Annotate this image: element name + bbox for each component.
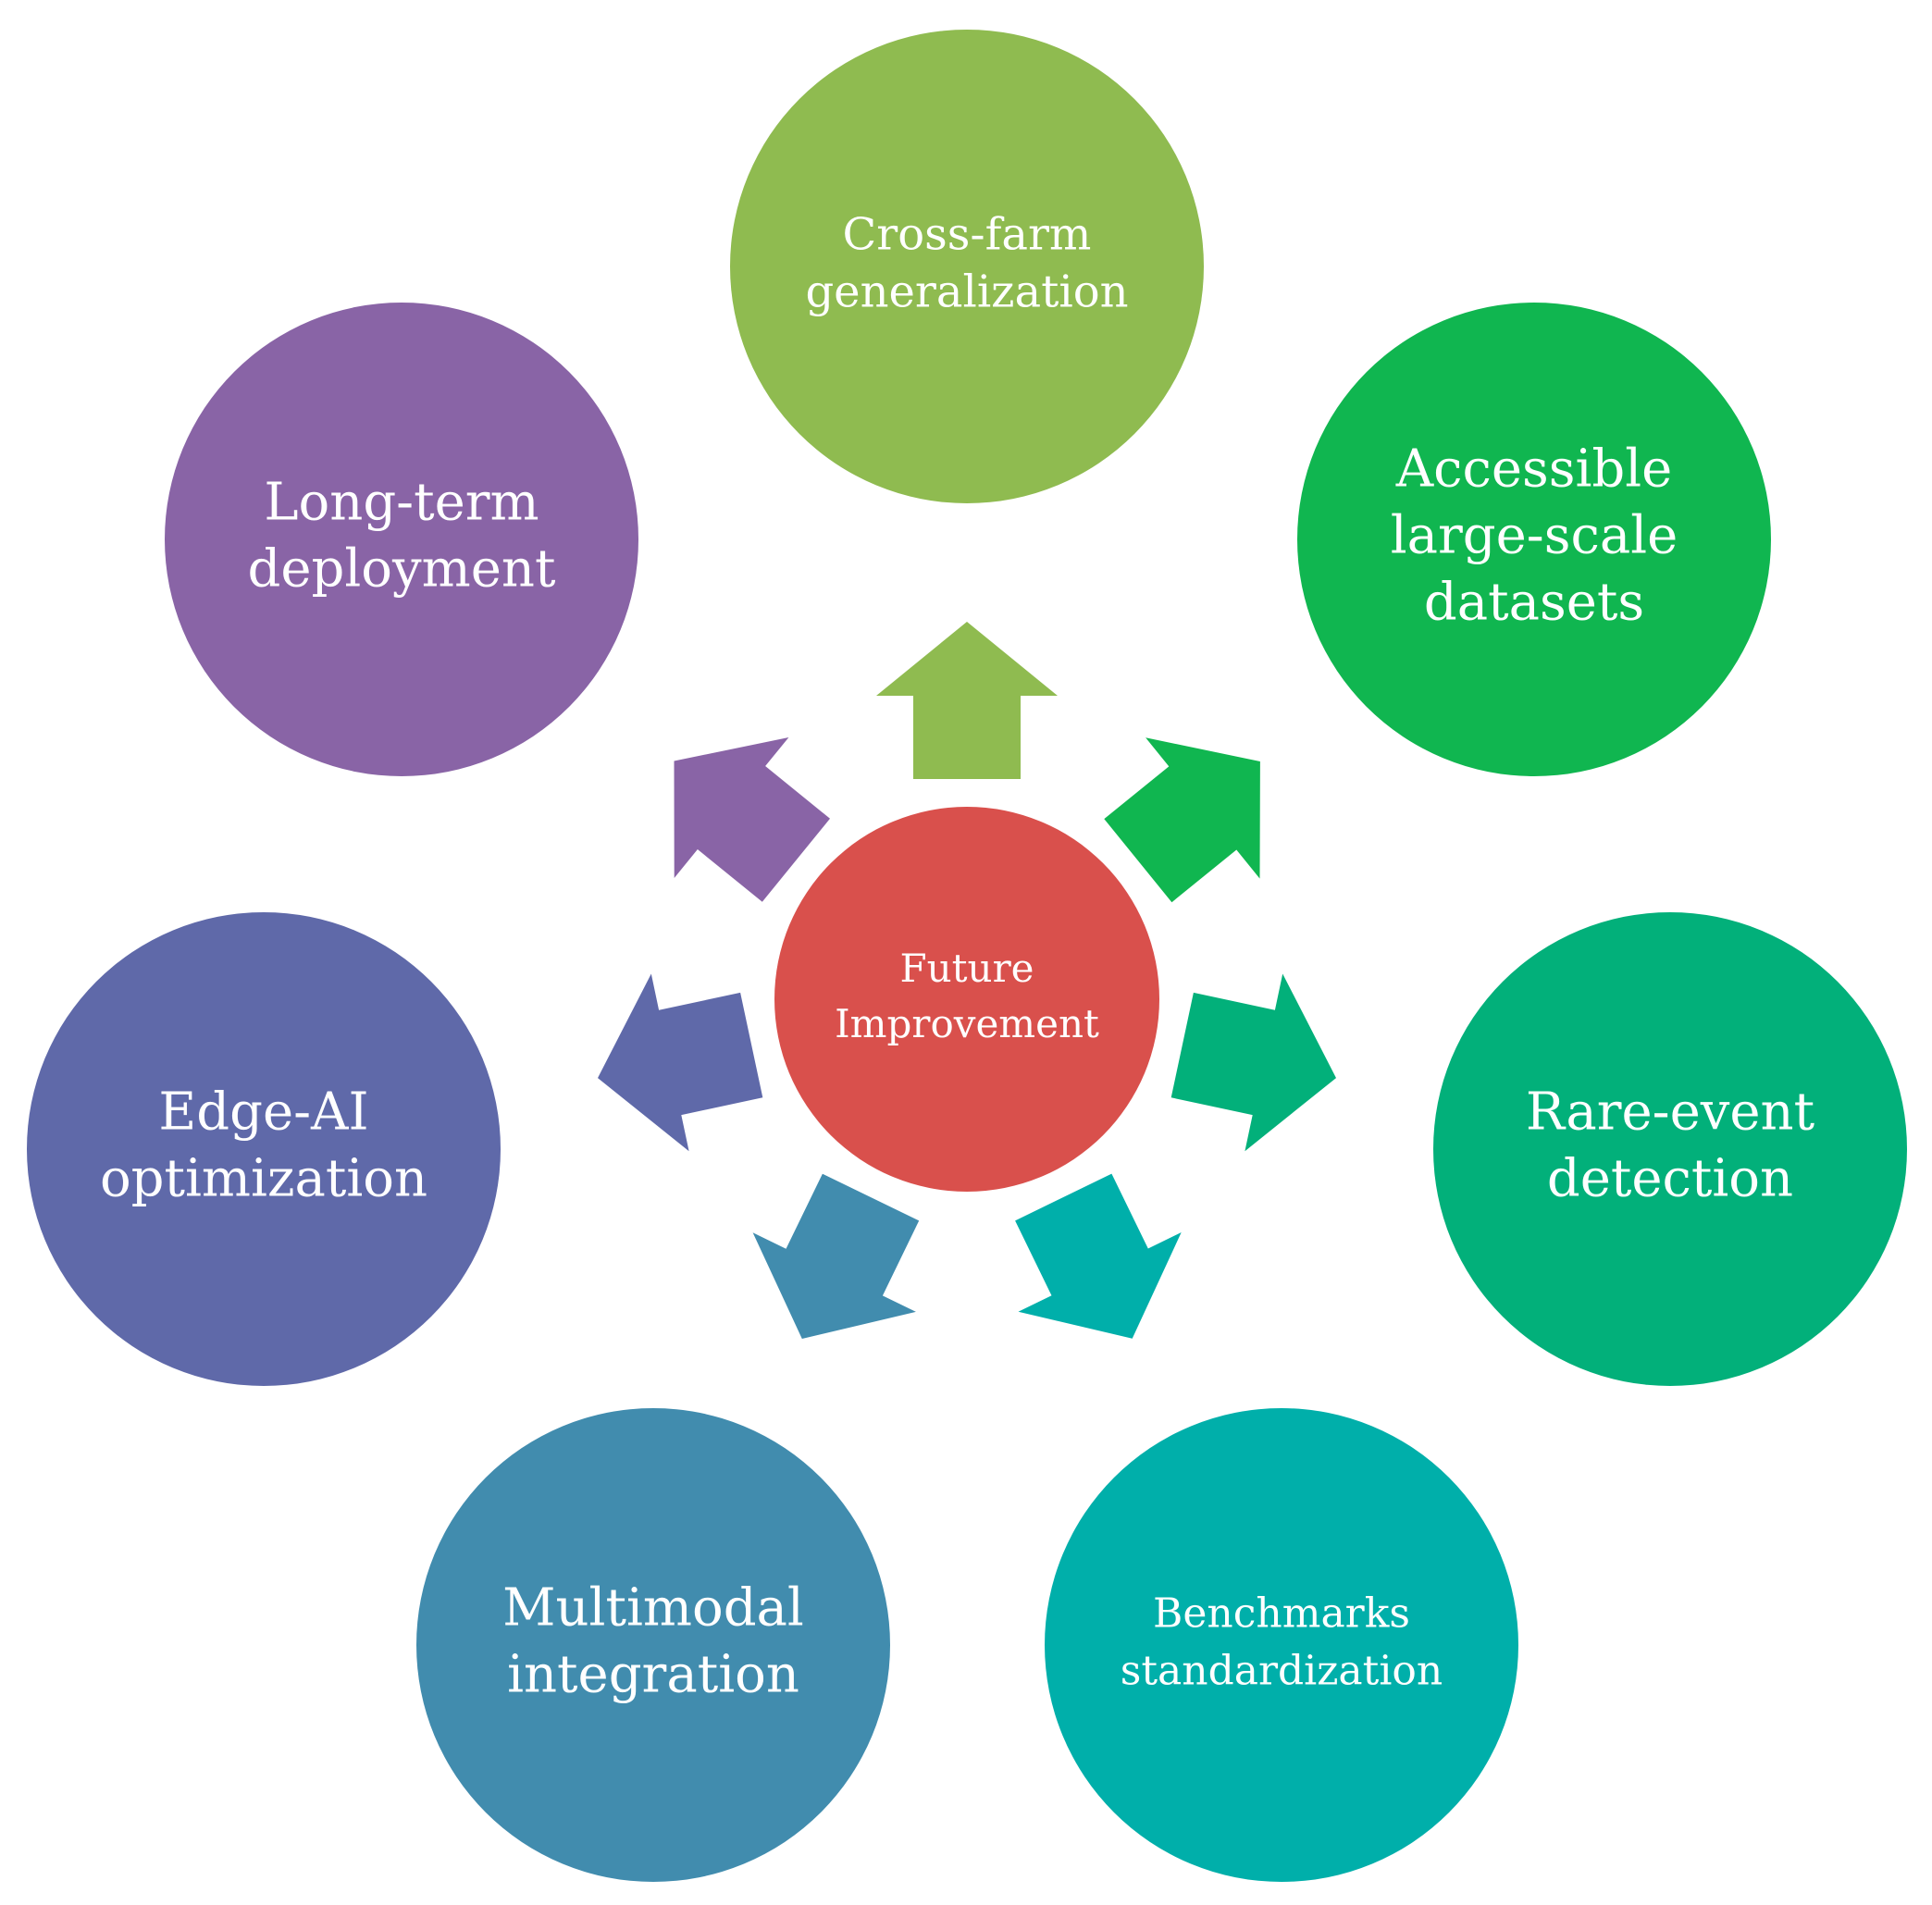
center-label: Improvement [835, 1001, 1099, 1046]
node-label-cross-farm: Cross-farm [843, 209, 1092, 261]
arrow-to-cross-farm [876, 622, 1058, 779]
node-label-benchmarks: standardization [1121, 1648, 1443, 1695]
node-label-edge-ai: optimization [100, 1149, 427, 1209]
node-label-rare-event: detection [1547, 1149, 1793, 1209]
arrow-to-datasets [1104, 737, 1260, 903]
node-label-long-term: deployment [248, 539, 556, 600]
node-circle-edge-ai [27, 912, 501, 1386]
node-label-datasets: datasets [1424, 573, 1644, 633]
center-label: Future [899, 946, 1034, 991]
arrow-to-long-term [674, 737, 830, 902]
node-label-cross-farm: generalization [805, 266, 1128, 318]
node-circle-datasets [1297, 303, 1771, 776]
node-circle-rare-event [1433, 912, 1907, 1386]
node-label-rare-event: Rare-event [1526, 1082, 1815, 1143]
node-label-multimodal: integration [507, 1645, 799, 1705]
node-circle-multimodal [416, 1408, 890, 1882]
center-circle [774, 807, 1159, 1192]
arrow-to-multimodal [752, 1173, 920, 1339]
node-label-benchmarks: Benchmarks [1153, 1590, 1410, 1638]
node-label-datasets: Accessible [1395, 439, 1673, 500]
arrow-to-benchmarks [1015, 1173, 1182, 1339]
arrow-to-edge-ai [598, 973, 763, 1152]
node-circle-long-term [165, 303, 638, 776]
node-label-edge-ai: Edge-AI [158, 1082, 368, 1143]
node-circle-benchmarks [1045, 1408, 1518, 1882]
node-label-multimodal: Multimodal [502, 1578, 804, 1639]
node-label-long-term: Long-term [264, 473, 539, 533]
node-label-datasets: large-scale [1391, 506, 1678, 566]
arrow-to-rare-event [1170, 973, 1336, 1152]
node-circle-cross-farm [730, 30, 1204, 503]
